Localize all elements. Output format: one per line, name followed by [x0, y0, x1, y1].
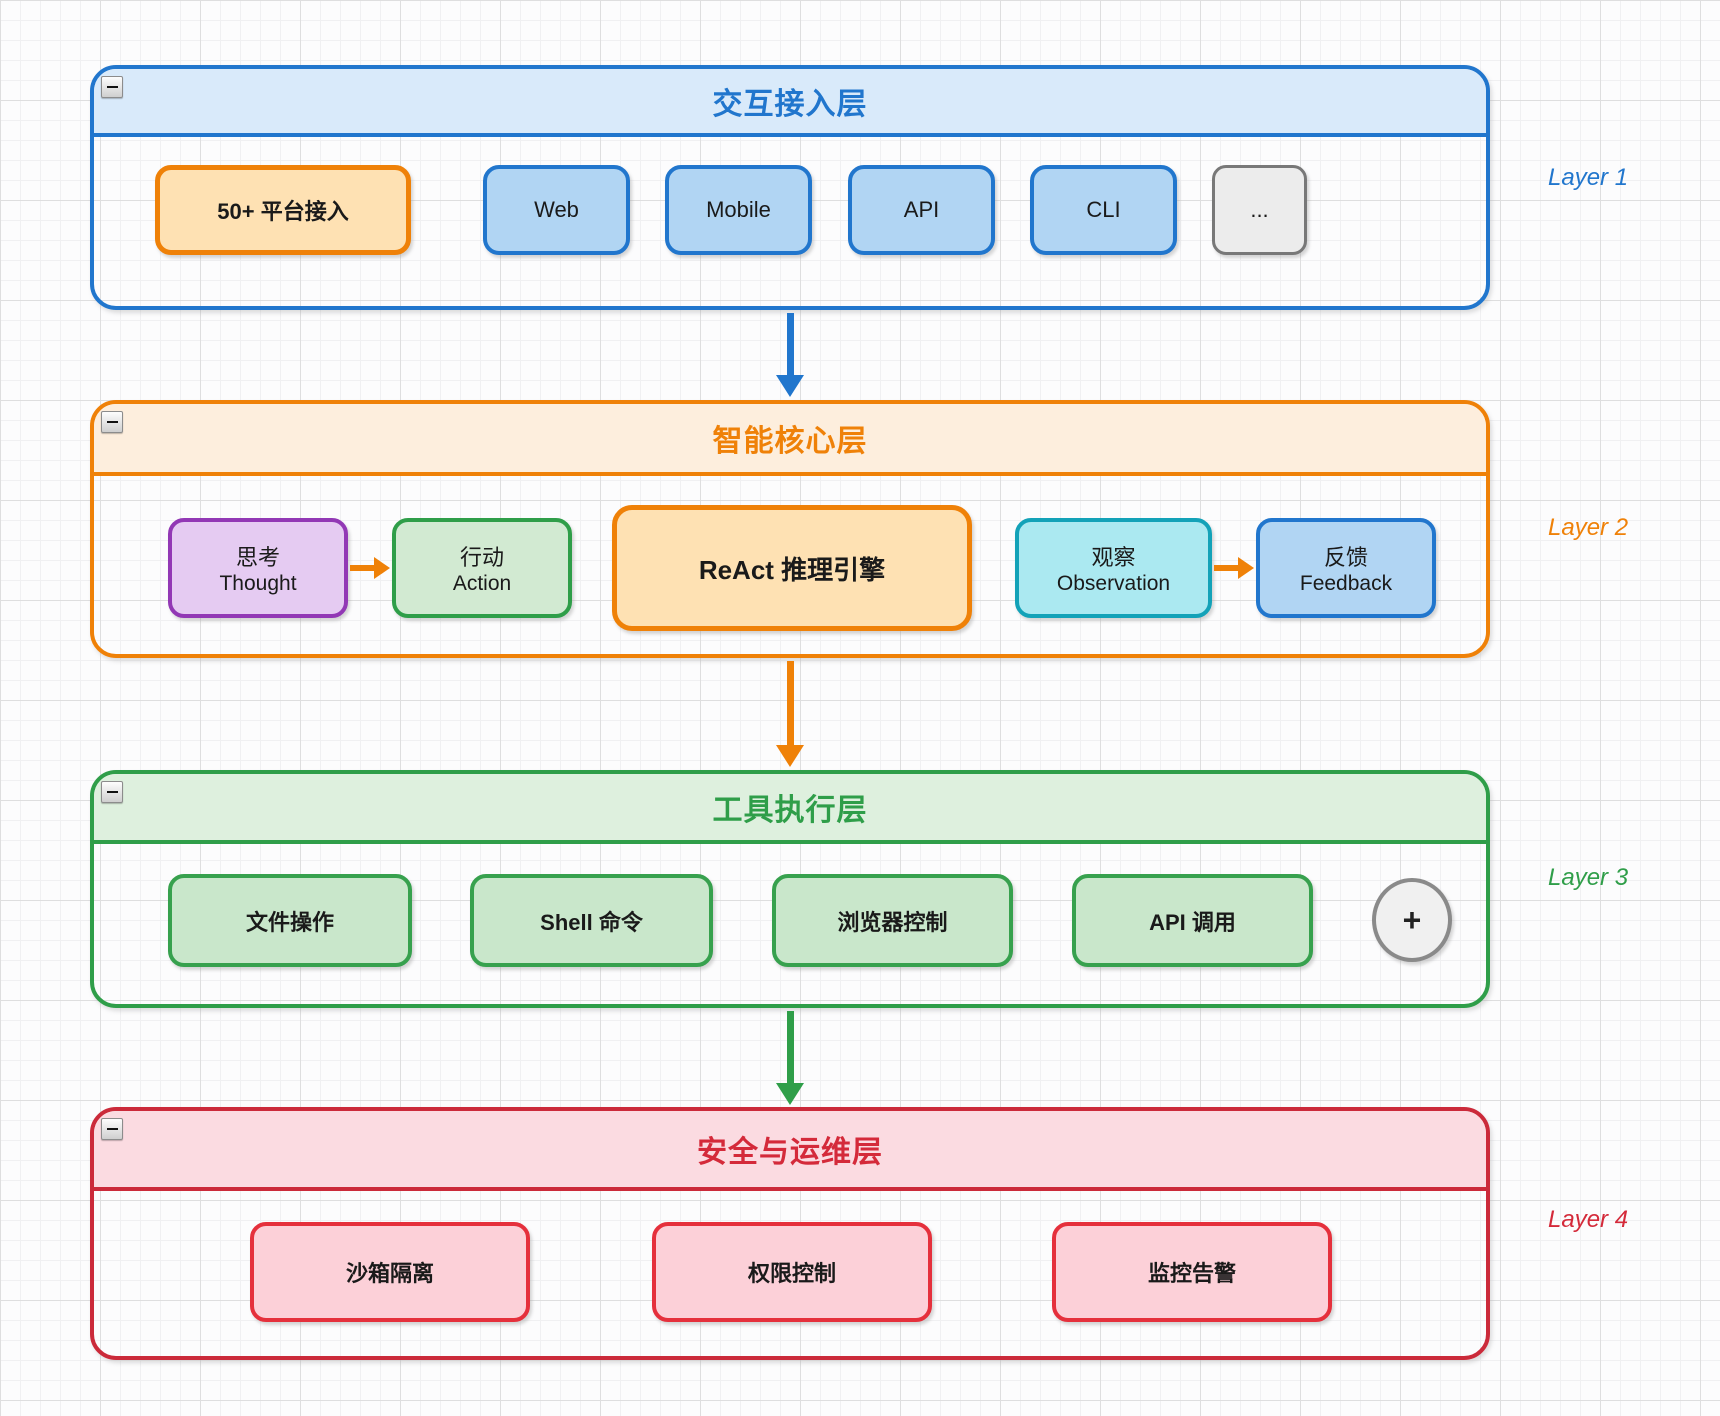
node-label: 权限控制 [747, 1261, 836, 1286]
node-action[interactable]: 行动 Action [392, 518, 572, 618]
node-label: CLI [1086, 197, 1121, 222]
add-tool-button[interactable]: + [1372, 878, 1452, 962]
node-label-zh: 行动 [459, 545, 504, 570]
node-label-zh: 思考 [235, 545, 280, 570]
layer1-header: 交互接入层 [94, 69, 1486, 137]
node-label: 沙箱隔离 [345, 1261, 434, 1286]
node-label: Mobile [706, 197, 771, 222]
node-label-en: Feedback [1299, 572, 1393, 595]
layer4-side-label: Layer 4 [1548, 1206, 1629, 1233]
node-thought[interactable]: 思考 Thought [168, 518, 348, 618]
node-cli[interactable]: CLI [1030, 165, 1177, 255]
node-sandbox-isolation[interactable]: 沙箱隔离 [250, 1222, 530, 1322]
node-api-call[interactable]: API 调用 [1072, 874, 1313, 967]
node-platform-access[interactable]: 50+ 平台接入 [155, 165, 411, 255]
layer1-side-label: Layer 1 [1548, 164, 1629, 191]
layer-container-core[interactable]: 智能核心层 思考 Thought 行动 Action ReAct 推理引擎 观察… [90, 400, 1490, 658]
node-label: API [903, 197, 940, 222]
node-file-ops[interactable]: 文件操作 [168, 874, 412, 967]
arrow-layer3-to-layer4 [776, 1011, 804, 1105]
node-label: Web [534, 197, 579, 222]
plus-icon: + [1402, 901, 1422, 938]
node-web[interactable]: Web [483, 165, 630, 255]
minus-icon [106, 86, 118, 88]
layer3-header: 工具执行层 [94, 774, 1486, 844]
node-label: Shell 命令 [540, 909, 643, 935]
minus-icon [106, 421, 118, 423]
node-label-en: Thought [219, 572, 297, 595]
layer2-side-label: Layer 2 [1548, 514, 1629, 541]
node-label: ReAct 推理引擎 [698, 554, 886, 585]
node-label: 50+ 平台接入 [217, 199, 349, 224]
collapse-toggle-icon[interactable] [101, 411, 123, 433]
node-label-zh: 反馈 [1323, 545, 1368, 570]
layer4-header: 安全与运维层 [94, 1111, 1486, 1191]
node-browser-control[interactable]: 浏览器控制 [772, 874, 1013, 967]
node-label: API 调用 [1149, 909, 1236, 935]
node-more[interactable]: ... [1212, 165, 1307, 255]
node-label-zh: 观察 [1091, 545, 1136, 570]
node-label-en: Observation [1056, 572, 1171, 595]
layer3-title: 工具执行层 [712, 794, 868, 827]
node-observation[interactable]: 观察 Observation [1015, 518, 1212, 618]
layer2-header: 智能核心层 [94, 404, 1486, 476]
collapse-toggle-icon[interactable] [101, 781, 123, 803]
node-api[interactable]: API [848, 165, 995, 255]
layer-container-interaction[interactable]: 交互接入层 50+ 平台接入 Web Mobile API CLI ... [90, 65, 1490, 310]
layer1-title: 交互接入层 [712, 88, 868, 121]
node-feedback[interactable]: 反馈 Feedback [1256, 518, 1436, 618]
node-monitoring-alert[interactable]: 监控告警 [1052, 1222, 1332, 1322]
node-label: 文件操作 [245, 909, 334, 935]
node-label: 监控告警 [1147, 1261, 1236, 1286]
node-react-engine[interactable]: ReAct 推理引擎 [612, 505, 972, 631]
node-label-en: Action [452, 572, 512, 595]
collapse-toggle-icon[interactable] [101, 76, 123, 98]
node-label: ... [1250, 197, 1269, 222]
collapse-toggle-icon[interactable] [101, 1118, 123, 1140]
minus-icon [106, 1128, 118, 1130]
node-label: 浏览器控制 [837, 909, 948, 935]
layer-container-security[interactable]: 安全与运维层 沙箱隔离 权限控制 监控告警 [90, 1107, 1490, 1360]
arrow-layer2-to-layer3 [776, 661, 804, 767]
node-permission-control[interactable]: 权限控制 [652, 1222, 932, 1322]
arrow-thought-to-action [350, 557, 390, 579]
layer3-side-label: Layer 3 [1548, 864, 1629, 891]
arrow-layer1-to-layer2 [776, 313, 804, 397]
node-shell-command[interactable]: Shell 命令 [470, 874, 713, 967]
minus-icon [106, 791, 118, 793]
layer4-title: 安全与运维层 [697, 1136, 883, 1169]
layer2-title: 智能核心层 [712, 425, 868, 458]
arrow-observation-to-feedback [1214, 557, 1254, 579]
node-mobile[interactable]: Mobile [665, 165, 812, 255]
layer-container-tools[interactable]: 工具执行层 文件操作 Shell 命令 浏览器控制 API 调用 + [90, 770, 1490, 1008]
